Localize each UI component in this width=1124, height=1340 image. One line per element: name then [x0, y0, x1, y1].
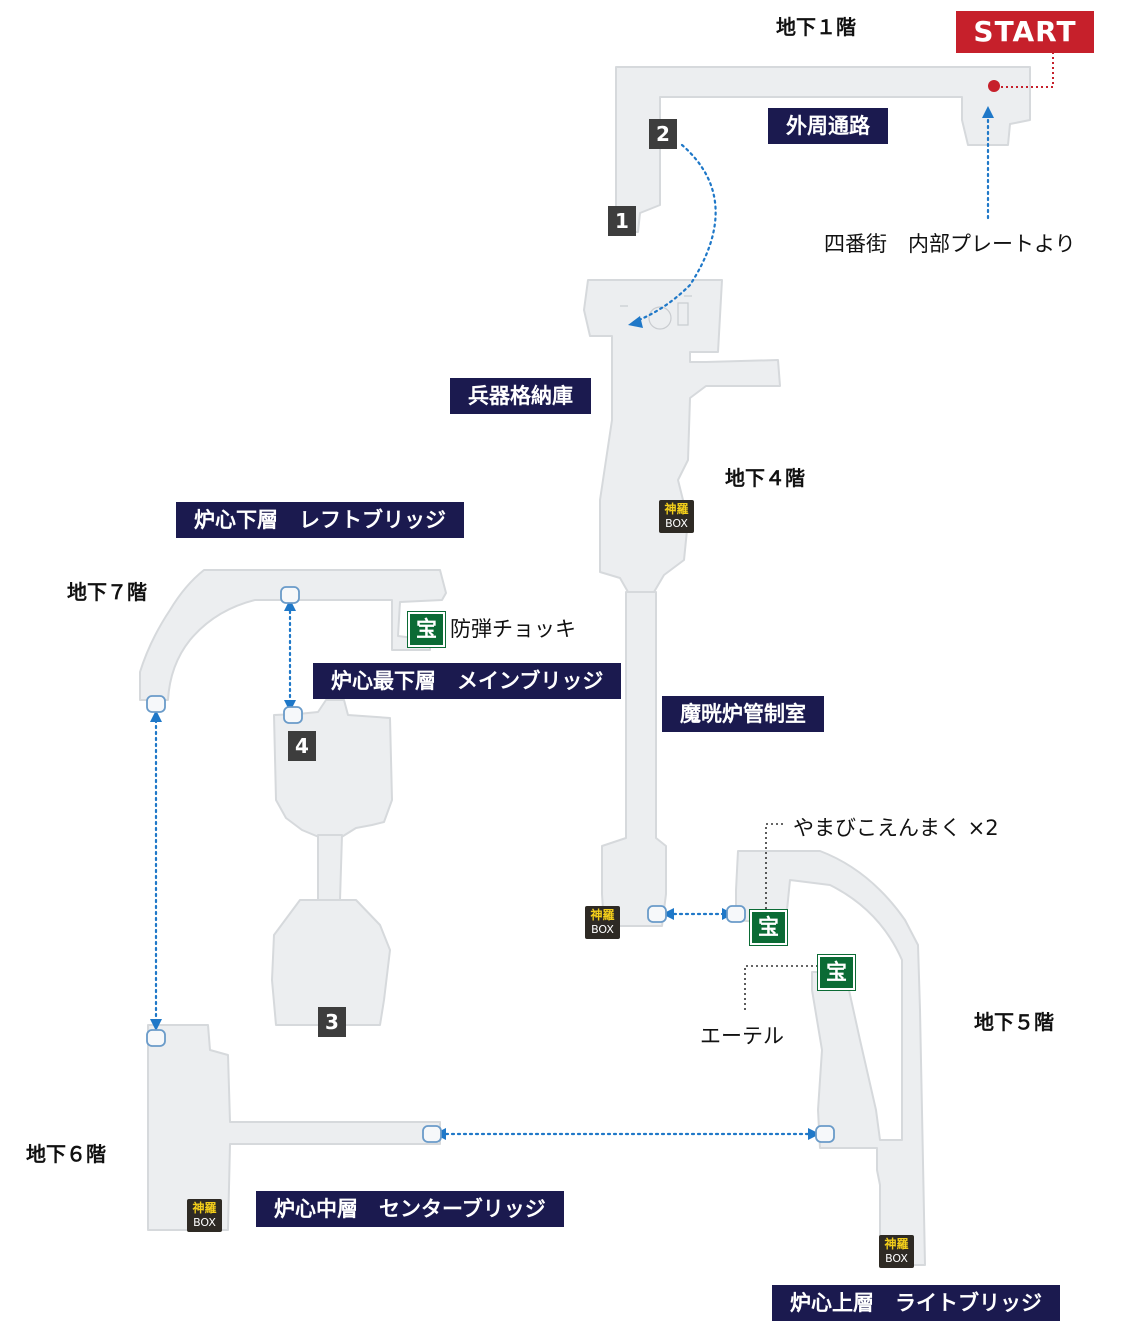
- floor-label-b6: 地下６階: [26, 1142, 106, 1166]
- door-icon: [146, 695, 166, 713]
- mako-control-corridor: [601, 591, 667, 927]
- arrow-b7-down: [284, 700, 296, 712]
- arrow-b6-up: [150, 710, 162, 722]
- shinra-box-icon: 神羅 BOX: [585, 906, 620, 939]
- floor-label-b7: 地下７階: [67, 580, 147, 604]
- shinra-box-bottom-text: BOX: [591, 923, 614, 936]
- arrow-b4b5-left: [662, 908, 674, 920]
- marker-2: 2: [649, 119, 677, 149]
- shinra-box-bottom-text: BOX: [193, 1216, 216, 1229]
- area-label-mako-control: 魔晄炉管制室: [662, 696, 824, 732]
- door-icon: [815, 1125, 835, 1143]
- treasure-icon-ether: 宝: [817, 954, 856, 991]
- arrow-b7-left-down: [150, 1019, 162, 1031]
- right-bridge-corridor: [735, 850, 926, 1266]
- shinra-box-bottom-text: BOX: [885, 1252, 908, 1265]
- marker-1: 1: [608, 206, 636, 236]
- marker-4: 4: [288, 731, 316, 761]
- door-icon: [283, 706, 303, 724]
- note-ether: エーテル: [700, 1024, 784, 1048]
- start-connector-line: [994, 52, 1054, 88]
- door-icon: [146, 1029, 166, 1047]
- arrow-b7-up: [284, 599, 296, 611]
- area-label-weapon-storage: 兵器格納庫: [450, 378, 591, 414]
- shinra-box-bottom-text: BOX: [665, 517, 688, 530]
- main-bridge-connector: [317, 834, 343, 901]
- note-echo-screen: やまびこえんまく ×2: [793, 816, 999, 840]
- left-bridge-corridor: [139, 569, 447, 701]
- leader-echo-screen: [765, 823, 786, 914]
- door-icon: [280, 586, 300, 604]
- start-point-dot: [988, 80, 1000, 92]
- treasure-icon-vest: 宝: [407, 611, 446, 648]
- floor-label-b1: 地下１階: [776, 15, 856, 39]
- treasure-icon-echo-screen: 宝: [749, 909, 788, 946]
- note-entry: 四番街 内部プレートより: [824, 232, 1076, 256]
- main-bridge-lower-chamber: [271, 899, 391, 1026]
- area-label-center-bridge: 炉心中層 センターブリッジ: [256, 1191, 564, 1227]
- shinra-box-top-text: 神羅: [884, 1237, 909, 1251]
- shinra-box-icon: 神羅 BOX: [659, 500, 694, 533]
- area-label-right-bridge: 炉心上層 ライトブリッジ: [772, 1285, 1060, 1321]
- area-label-main-bridge: 炉心最下層 メインブリッジ: [313, 663, 622, 699]
- shinra-box-icon: 神羅 BOX: [187, 1199, 222, 1232]
- outer-passage-corridor: [615, 66, 1031, 233]
- weapon-storage-room: [583, 279, 781, 593]
- arrow-b6b5-right: [808, 1128, 820, 1140]
- door-icon: [647, 905, 667, 923]
- marker-3: 3: [318, 1007, 346, 1037]
- door-icon: [726, 905, 746, 923]
- shinra-box-top-text: 神羅: [590, 908, 615, 922]
- area-label-outer-passage: 外周通路: [768, 108, 888, 144]
- floor-label-b5: 地下５階: [974, 1010, 1054, 1034]
- arrow-entry-up: [982, 106, 994, 118]
- shinra-box-top-text: 神羅: [664, 502, 689, 516]
- note-vest: 防弾チョッキ: [450, 617, 576, 641]
- path-2-to-storage: [632, 143, 717, 324]
- floor-label-b4: 地下４階: [725, 466, 805, 490]
- door-icon: [422, 1125, 442, 1143]
- start-label: START: [956, 11, 1094, 53]
- shinra-box-top-text: 神羅: [192, 1201, 217, 1215]
- shinra-box-icon: 神羅 BOX: [879, 1235, 914, 1268]
- area-label-left-bridge: 炉心下層 レフトブリッジ: [176, 502, 464, 538]
- arrow-storage: [628, 316, 643, 328]
- leader-ether: [744, 965, 818, 1010]
